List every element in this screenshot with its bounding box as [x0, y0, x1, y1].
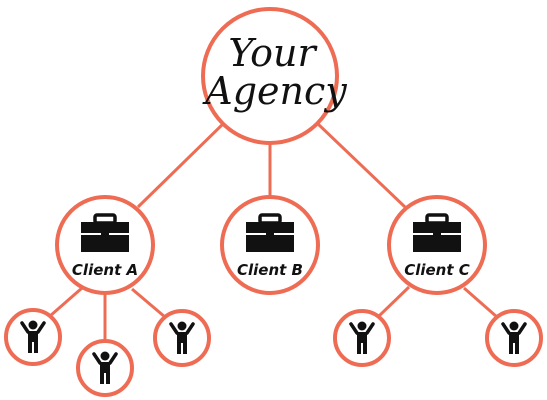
person-node-c1: [333, 309, 391, 367]
person-node-a3: [153, 309, 211, 367]
person-node-a2: [76, 339, 134, 397]
root-node-ring: [201, 7, 339, 145]
person-node-c2: [485, 309, 543, 367]
edge-client-c-person-1: [377, 285, 411, 318]
client-c-label: Client C: [404, 261, 470, 279]
edges: [49, 120, 498, 343]
client-node-b: Client B: [220, 195, 320, 295]
client-node-c: Client C: [387, 195, 487, 295]
person-node-a1: [4, 308, 62, 366]
edge-client-a-person-3: [131, 287, 166, 319]
edge-root-client-a: [136, 120, 227, 209]
client-a-label: Client A: [72, 261, 138, 279]
edge-client-a-person-1: [49, 286, 83, 318]
client-node-a: Client A: [55, 195, 155, 295]
root-label-line2: Agency: [202, 69, 347, 113]
client-b-label: Client B: [237, 261, 303, 279]
root-label-line1: Your: [228, 31, 318, 75]
edge-client-c-person-2: [463, 286, 498, 319]
edge-root-client-c: [316, 122, 407, 209]
root-node: Your Agency: [201, 7, 347, 145]
